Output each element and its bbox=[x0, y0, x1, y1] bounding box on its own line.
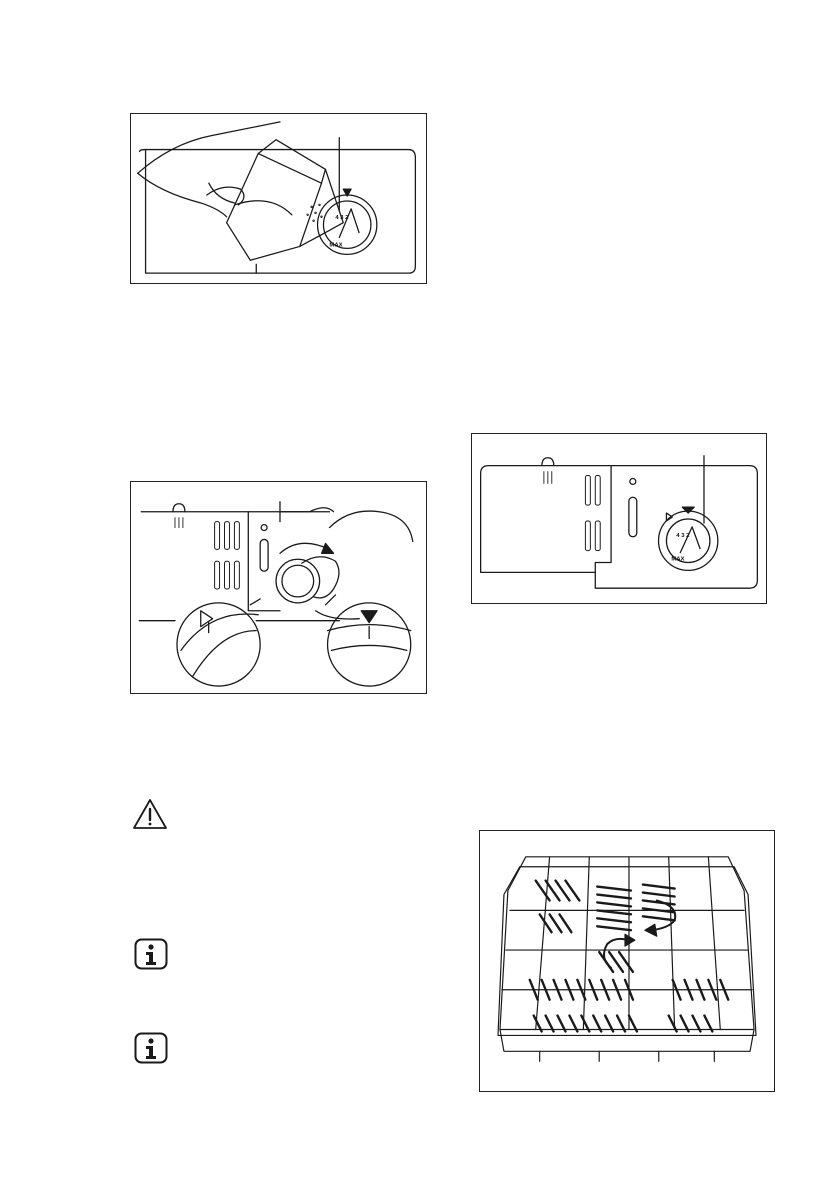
info-icon-svg bbox=[134, 938, 168, 970]
info-icon-svg bbox=[134, 1032, 168, 1064]
info-icon bbox=[134, 1032, 168, 1064]
dial-max-label: MAX bbox=[671, 557, 684, 563]
figure-dispenser-closed: 4 3 2 MAX bbox=[471, 433, 767, 604]
dial-max-label: MAX bbox=[329, 242, 342, 248]
dial-marks-label: 4 3 2 bbox=[676, 533, 690, 539]
dishwasher-dispenser-fill-illustration: 4 3 2 MAX bbox=[131, 114, 426, 283]
figure-cutlery-basket bbox=[479, 830, 775, 1092]
dial-marks-label: 4 3 2 bbox=[335, 215, 349, 221]
dispenser-closed-illustration: 4 3 2 MAX bbox=[472, 434, 766, 603]
lower-basket-folding-racks-illustration bbox=[480, 831, 774, 1091]
warning-triangle-icon-svg bbox=[132, 798, 168, 830]
dispenser-dial-turn-illustration bbox=[131, 482, 426, 693]
figure-dial-turn bbox=[130, 481, 427, 694]
info-icon bbox=[134, 938, 168, 970]
figure-fill-dispenser: 4 3 2 MAX bbox=[130, 113, 427, 284]
warning-triangle-icon bbox=[132, 798, 168, 830]
